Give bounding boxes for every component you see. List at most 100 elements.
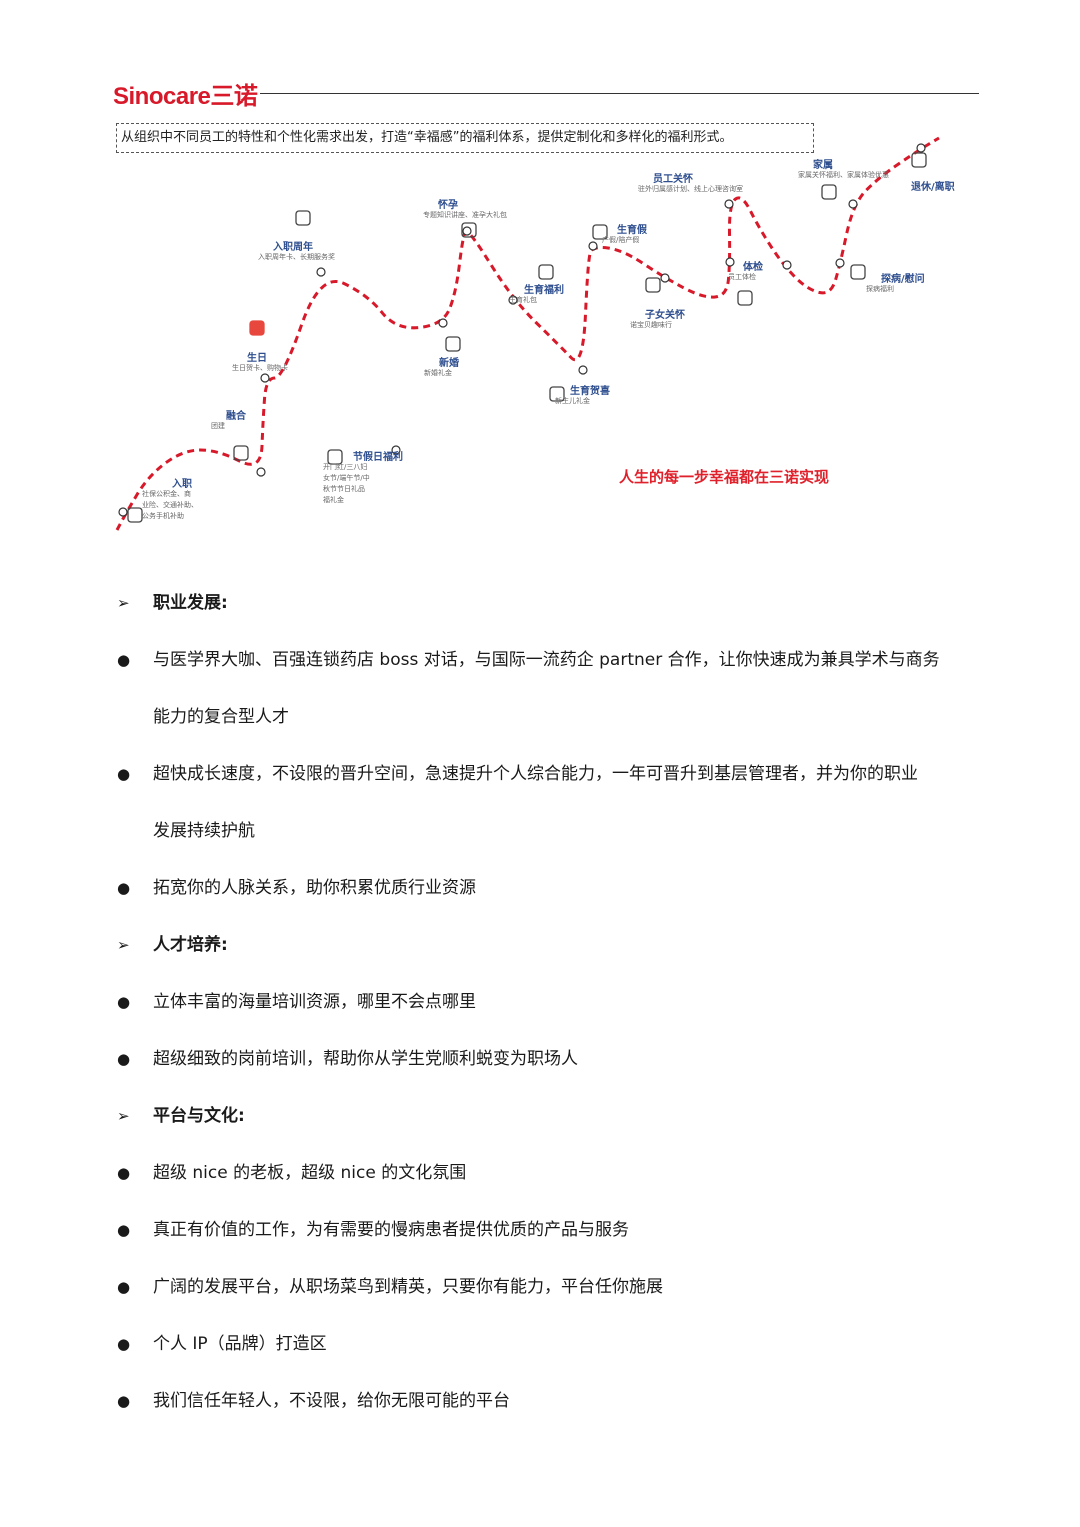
milestone-title: 节假日福利 [353,452,403,463]
path-node [916,143,926,153]
section-row: ➢职业发展: [113,575,993,632]
milestone-desc: 女节/端午节/中 [323,474,370,482]
pacifier-icon [538,264,554,280]
list-item: ● 个人 IP（品牌）打造区 [113,1316,993,1373]
milestone-title: 退休/离职 [911,182,955,193]
list-item: 能力的复合型人才 [113,689,993,746]
list-item: ●真正有价值的工作，为有需要的慢病患者提供优质的产品与服务 [113,1202,993,1259]
path-node [260,373,270,383]
arrow-marker-icon: ➢ [117,594,130,612]
milestone-title: 生日 [247,353,267,364]
figure-tagline: 人生的每一步幸福都在三诺实现 [619,468,830,486]
section-heading: 人才培养: [153,935,228,955]
employee-icon [127,507,143,523]
bullet-icon: ● [117,1221,131,1239]
milestone-desc: 生育礼包 [509,296,537,304]
milestone-desc: 秋节节日礼品 [323,485,365,493]
section-row: ➢ 平台与文化: [113,1088,993,1145]
list-item: ● 拓宽你的人脉关系，助你积累优质行业资源 [113,860,993,917]
list-item: ● 我们信任年轻人，不设限，给你无限可能的平台 [113,1373,993,1430]
path-node [462,226,472,236]
building-icon [233,445,249,461]
path-node [724,199,734,209]
milestone-title: 员工关怀 [653,174,693,185]
milestone-desc: 生日贺卡、购物卡 [232,364,288,372]
milestone-desc: 诺宝贝趣味行 [630,321,672,329]
list-item-text: 我们信任年轻人，不设限，给你无限可能的平台 [153,1391,510,1411]
list-item-text: 发展持续护航 [153,821,255,841]
milestone-desc: 开门红/三八妇 [323,463,368,471]
list-item: ● 超快成长速度，不设限的晋升空间，急速提升个人综合能力，一年可晋升到基层管理者，… [113,746,993,803]
list-item-text: 超级 nice 的老板，超级 nice 的文化氛围 [153,1163,467,1183]
list-item-text: 拓宽你的人脉关系，助你积累优质行业资源 [153,878,476,898]
welfare-journey-figure: 从组织中不同员工的特性和个性化需求出发，打造“幸福感”的福利体系，提供定制化和多… [113,120,955,540]
bullet-icon: ● [117,651,131,669]
path-node [256,467,266,477]
list-item: ●与医学界大咖、百强连锁药店 boss 对话，与国际一流药企 partner 合… [113,632,993,689]
list-item: ● 超级 nice 的老板，超级 nice 的文化氛围 [113,1145,993,1202]
calendar-icon [295,210,311,226]
path-node [835,258,845,268]
milestone-title: 新婚 [439,358,459,369]
path-node [725,257,735,267]
path-node [782,260,792,270]
journey-path-graphic [115,136,940,531]
milestone-title: 入职 [172,479,192,490]
holiday-icon [327,449,343,465]
sinocare-logo: Sinocare三诺 [113,83,258,110]
milestone-desc: 福礼金 [323,496,344,504]
list-item-text: 能力的复合型人才 [153,707,289,727]
bullet-icon: ● [117,765,131,783]
path-node [848,199,858,209]
list-item-text: 超快成长速度，不设限的晋升空间，急速提升个人综合能力，一年可晋升到基层管理者，并… [153,764,918,784]
bullet-icon: ● [117,993,131,1011]
path-node [588,241,598,251]
milestone-desc: 社保公积金、商 [142,490,191,498]
list-item-text: 超级细致的岗前培训，帮助你从学生党顺利蜕变为职场人 [153,1049,578,1069]
list-item-text: 个人 IP（品牌）打造区 [153,1334,327,1354]
milestone-desc: 驻外归属感计划、线上心理咨询室 [638,185,743,193]
milestone-desc: 员工体检 [728,273,756,281]
arrow-marker-icon: ➢ [117,1107,130,1125]
bullet-icon: ● [117,1278,131,1296]
path-node [391,445,401,455]
path-node [508,295,518,305]
graduate-icon [645,277,661,293]
bullet-icon: ● [117,1050,131,1068]
milestone-title: 怀孕 [438,200,458,211]
milestone-desc: 新生儿礼金 [555,397,590,405]
milestone-desc: 家属关怀福利、家属体验优惠 [798,171,889,179]
bullet-icon: ● [117,1335,131,1353]
list-item: ● 立体丰富的海量培训资源，哪里不会点哪里 [113,974,993,1031]
infant-icon [592,224,608,240]
header-divider [260,93,979,94]
figure-intro: 从组织中不同员工的特性和个性化需求出发，打造“幸福感”的福利体系，提供定制化和多… [116,123,814,153]
path-node [316,267,326,277]
list-item: 发展持续护航 [113,803,993,860]
retiree-icon [911,152,927,168]
milestone-title: 生育贺喜 [570,386,610,397]
milestone-desc: 专题知识讲座、准孕大礼包 [423,211,507,219]
milestone-title: 体检 [743,262,763,273]
section-row: ➢ 人才培养: [113,917,993,974]
list-item: ●广阔的发展平台，从职场菜鸟到精英，只要你有能力，平台任你施展 [113,1259,993,1316]
milestone-title: 生育福利 [524,285,564,296]
bullet-icon: ● [117,1392,131,1410]
bullet-icon: ● [117,1164,131,1182]
arrow-marker-icon: ➢ [117,936,130,954]
path-node [118,507,128,517]
path-node [660,273,670,283]
milestone-title: 探病/慰问 [881,274,925,285]
milestone-title: 融合 [226,411,246,422]
list-item: ● 超级细致的岗前培训，帮助你从学生党顺利蜕变为职场人 [113,1031,993,1088]
milestone-desc: 新婚礼金 [424,369,452,377]
path-node [578,365,588,375]
section-heading: 平台与文化: [153,1106,245,1126]
journey-dashed-path [115,136,940,531]
baby-icon [461,222,477,238]
milestone-title: 生育假 [617,225,647,236]
list-item-text: 立体丰富的海量培训资源，哪里不会点哪里 [153,992,476,1012]
path-node [438,318,448,328]
stroller-icon [549,386,565,402]
bullet-icon: ● [117,879,131,897]
